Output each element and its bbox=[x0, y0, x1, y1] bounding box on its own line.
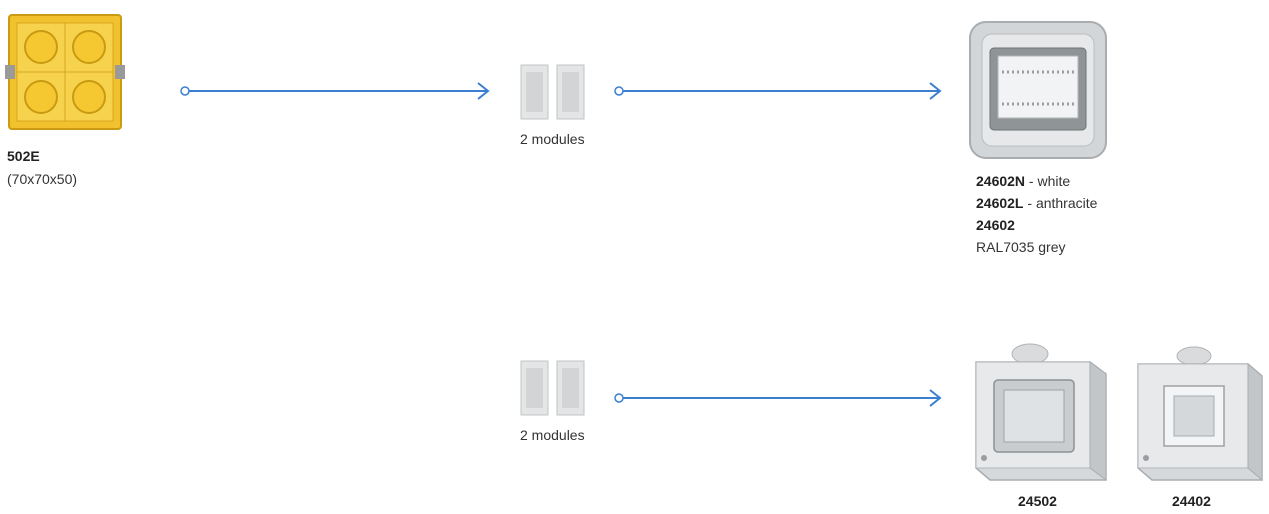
enclosure-with-cover-icon bbox=[975, 343, 1107, 481]
two-modules-icon bbox=[520, 360, 585, 416]
arrow-connector bbox=[614, 389, 942, 407]
enclosure-code: 24502 bbox=[1018, 493, 1057, 509]
arrow-connector bbox=[614, 82, 942, 100]
two-modules-icon bbox=[520, 64, 585, 120]
code-line: 24602N - white bbox=[976, 173, 1071, 189]
flush-box-code: 502E bbox=[7, 148, 40, 164]
color-note: RAL7035 grey bbox=[976, 239, 1066, 255]
plate-codes: 24602N - white 24602L - anthracite 24602… bbox=[976, 170, 1097, 258]
modules-label: 2 modules bbox=[520, 131, 585, 147]
watertight-plate-icon bbox=[969, 21, 1107, 159]
flush-box-dimensions: (70x70x50) bbox=[7, 171, 78, 187]
modules-label: 2 modules bbox=[520, 427, 585, 443]
enclosure-code: 24402 bbox=[1172, 493, 1211, 509]
yellow-flush-box-icon bbox=[5, 14, 125, 130]
arrow-connector bbox=[180, 82, 490, 100]
code-line: 24602 bbox=[976, 217, 1015, 233]
code-line: 24602L - anthracite bbox=[976, 195, 1098, 211]
enclosure-open-icon bbox=[1137, 346, 1263, 482]
